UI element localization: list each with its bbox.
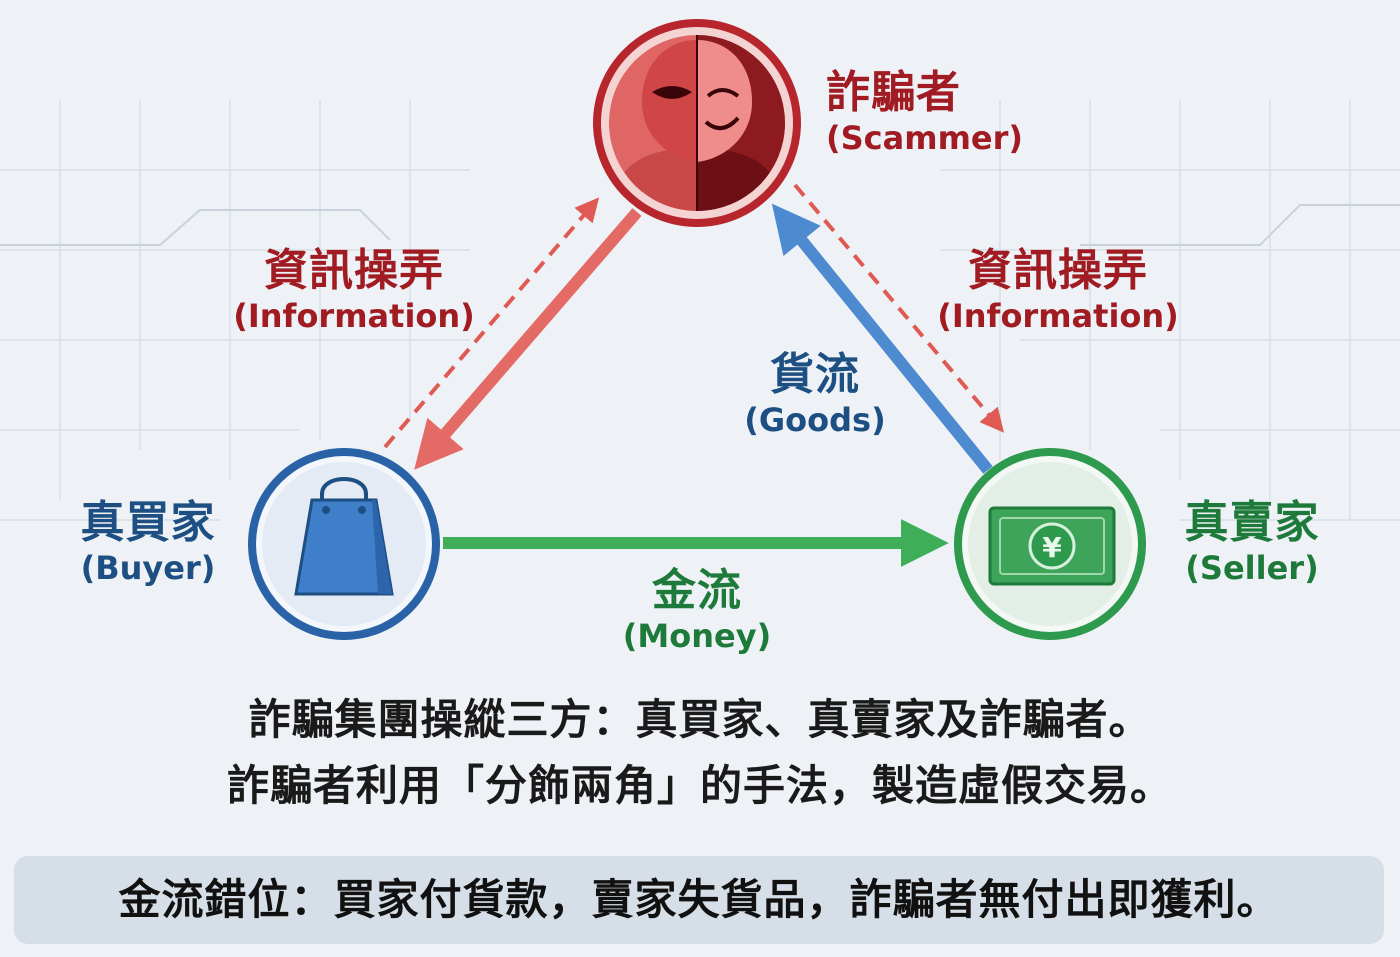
seller-label: 真賣家 (Seller)	[1164, 498, 1340, 588]
scammer-label-zh: 詐騙者	[826, 67, 961, 118]
information-left-zh: 資訊操弄	[264, 245, 444, 296]
information-left-en: (Information)	[233, 297, 475, 335]
scammer-node	[593, 19, 801, 227]
money-label-en: (Money)	[622, 617, 772, 655]
seller-node: ¥	[954, 448, 1146, 640]
money-mismatch-note: 金流錯位：買家付貨款，賣家失貨品，詐騙者無付出即獲利。	[14, 856, 1384, 944]
summary-line-2: 詐騙者利用「分飾兩角」的手法，製造虛假交易。	[226, 761, 1173, 810]
svg-text:¥: ¥	[1042, 531, 1062, 564]
money-mismatch-note-text: 金流錯位：買家付貨款，賣家失貨品，詐騙者無付出即獲利。	[118, 875, 1280, 924]
information-right-zh: 資訊操弄	[968, 245, 1148, 296]
information-arrow-left-solid	[414, 208, 642, 470]
buyer-label: 真買家 (Buyer)	[60, 498, 236, 588]
buyer-label-en: (Buyer)	[80, 549, 216, 587]
information-right-label: 資訊操弄 (Information)	[936, 246, 1180, 336]
goods-label: 貨流 (Goods)	[730, 350, 900, 440]
scammer-label: 詐騙者 (Scammer)	[826, 68, 1023, 158]
yen-banknote-icon: ¥	[988, 506, 1116, 586]
information-left-label: 資訊操弄 (Information)	[232, 246, 476, 336]
goods-label-en: (Goods)	[744, 401, 886, 439]
seller-label-zh: 真賣家	[1184, 497, 1320, 548]
summary-line-1: 詐騙集團操縱三方：真買家、真賣家及詐騙者。	[248, 695, 1152, 744]
money-label: 金流 (Money)	[612, 566, 782, 656]
goods-label-zh: 貨流	[770, 349, 860, 400]
information-arrow-left-dashed	[383, 197, 600, 449]
money-label-zh: 金流	[652, 565, 742, 616]
background-grid	[0, 100, 1400, 521]
goods-arrow	[771, 203, 993, 474]
information-arrow-right-dashed	[793, 183, 1005, 433]
seller-label-en: (Seller)	[1185, 549, 1319, 587]
information-right-en: (Information)	[937, 297, 1179, 335]
shopping-bag-icon	[294, 477, 394, 596]
buyer-node	[248, 448, 440, 640]
buyer-label-zh: 真買家	[80, 497, 216, 548]
scammer-label-en: (Scammer)	[826, 119, 1024, 157]
